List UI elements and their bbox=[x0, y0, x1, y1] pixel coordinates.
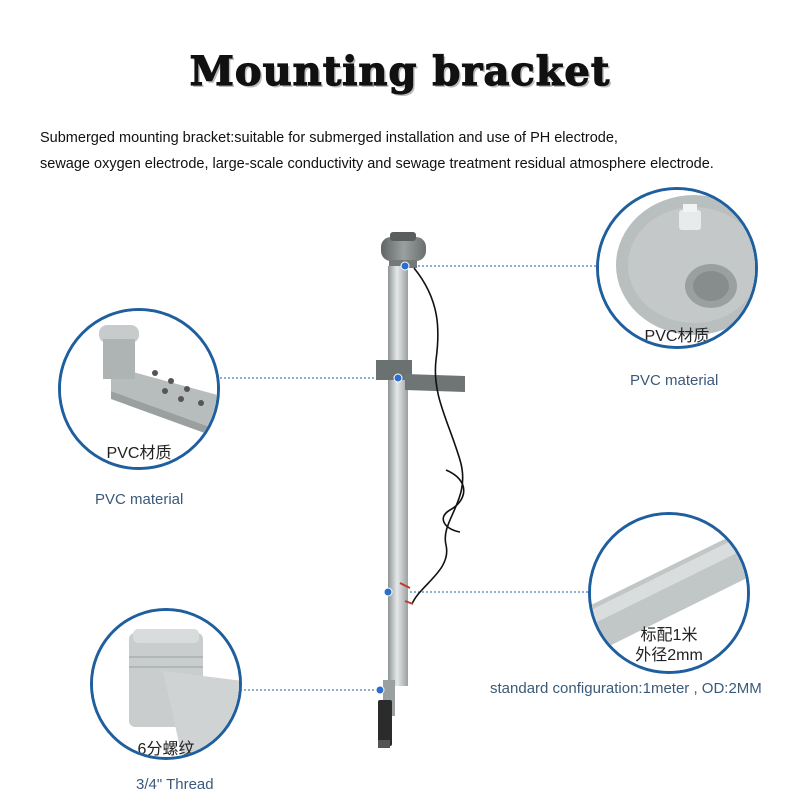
bracket-arm bbox=[376, 360, 465, 392]
pole-lower bbox=[383, 680, 395, 716]
pipe-spec-caption: standard configuration:1meter , OD:2MM bbox=[490, 680, 762, 697]
bracket-material-caption: PVC material bbox=[95, 491, 184, 508]
thread-closeup-image bbox=[93, 611, 239, 757]
pipe-spec-label-1: 标配1米 bbox=[640, 627, 698, 644]
callout-pipe-bubble: 标配1米 外径2mm bbox=[588, 512, 750, 674]
marker-bracket bbox=[393, 373, 403, 383]
wire-ends bbox=[399, 582, 414, 605]
description: Submerged mounting bracket:suitable for … bbox=[40, 125, 790, 177]
bracket-material-label: PVC材质 bbox=[106, 445, 172, 462]
marker-pipe bbox=[383, 587, 393, 597]
callout-thread-bubble: 6分螺纹 bbox=[90, 608, 242, 760]
marker-thread bbox=[375, 685, 385, 695]
callout-cap-bubble: PVC材质 bbox=[596, 187, 758, 349]
top-cap bbox=[381, 232, 426, 268]
connector-lines bbox=[220, 265, 604, 691]
sensor-cable bbox=[411, 267, 464, 605]
description-line-2: sewage oxygen electrode, large-scale con… bbox=[40, 156, 714, 172]
pole-markers bbox=[375, 261, 410, 695]
callout-bracket-bubble: PVC材质 bbox=[58, 308, 220, 470]
thread-spec-label: 6分螺纹 bbox=[137, 741, 195, 758]
page-title: Mounting bracket bbox=[189, 47, 611, 95]
thread-spec-caption: 3/4" Thread bbox=[136, 776, 214, 793]
pipe-spec-label-2: 外径2mm bbox=[635, 647, 703, 664]
cap-material-caption: PVC material bbox=[630, 372, 719, 389]
marker-top bbox=[400, 261, 410, 271]
description-line-1: Submerged mounting bracket:suitable for … bbox=[40, 130, 618, 146]
main-pole bbox=[388, 266, 408, 686]
cap-material-label: PVC材质 bbox=[644, 328, 710, 345]
electrode-tip bbox=[378, 700, 392, 746]
cap-closeup-image bbox=[599, 190, 755, 346]
pipe-closeup-image bbox=[591, 515, 747, 671]
bracket-closeup-image bbox=[61, 311, 217, 467]
